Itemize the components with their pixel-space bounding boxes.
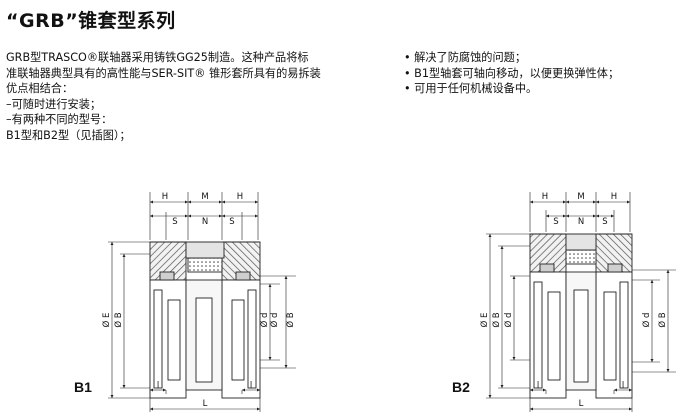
dim-s-left: S — [172, 217, 177, 227]
figure-b1: H M H S N S — [74, 192, 296, 412]
dim-e: Ø E — [479, 313, 490, 328]
intro-line: –可随时进行安装； — [6, 97, 102, 111]
dim-m: M — [577, 192, 584, 202]
dim-l-right: l — [622, 381, 624, 391]
feature-item: B1型轴套可轴向移动，以便更换弹性体； — [404, 66, 696, 82]
page-title: “GRB”锥套型系列 — [6, 10, 176, 32]
coupling-diagrams: H M H S N S — [0, 180, 700, 414]
feature-item: 可用于任何机械设备中。 — [404, 81, 696, 97]
feature-list: 解决了防腐蚀的问题； B1型轴套可轴向移动，以便更换弹性体； 可用于任何机械设备… — [404, 50, 696, 97]
figure-b2: H M H S N S — [452, 192, 676, 412]
dim-b-right: Ø B — [657, 312, 668, 327]
dim-b-right: Ø B — [285, 312, 296, 327]
dim-h-right: H — [237, 192, 243, 202]
feature-item: 解决了防腐蚀的问题； — [404, 50, 696, 66]
dim-h-left: H — [162, 192, 168, 202]
intro-line: GRB型TRASCO®联轴器采用铸铁GG25制造。这种产品将标 — [6, 51, 309, 64]
dim-m: M — [201, 192, 208, 202]
dim-l-left: l — [537, 381, 539, 391]
figure-label-b1: B1 — [74, 379, 92, 395]
dim-s-right: S — [229, 217, 234, 227]
dim-d-left: Ø d — [503, 313, 514, 328]
dim-h-right: H — [611, 192, 617, 202]
dim-b-left: Ø B — [491, 312, 502, 327]
intro-line: –有两种不同的型号： — [6, 113, 113, 127]
dim-n: N — [202, 217, 208, 227]
dim-d-2: Ø d — [269, 313, 280, 328]
dim-e: Ø E — [101, 313, 112, 328]
intro-text: GRB型TRASCO®联轴器采用铸铁GG25制造。这种产品将标 准联轴器典型具有… — [6, 50, 386, 144]
dim-s-left: S — [553, 217, 558, 227]
figure-label-b2: B2 — [452, 379, 470, 395]
dim-d-right: Ø d — [641, 313, 652, 328]
dim-b-left: Ø B — [113, 312, 124, 327]
dim-l-left: l — [157, 381, 159, 391]
dim-h-left: H — [542, 192, 548, 202]
dim-l-total: L — [203, 399, 208, 409]
dim-l-total: L — [579, 399, 584, 409]
intro-line: 优点相结合： — [6, 82, 74, 96]
dim-l-right: l — [250, 381, 252, 391]
intro-line: 准联轴器典型具有的高性能与SER-SIT® 锥形套所具有的易拆装 — [6, 66, 321, 80]
dim-n: N — [578, 217, 584, 227]
intro-line: B1型和B2型（见插图）； — [6, 128, 131, 142]
dim-d-1: Ø d — [259, 313, 270, 328]
dim-s-right: S — [602, 217, 607, 227]
